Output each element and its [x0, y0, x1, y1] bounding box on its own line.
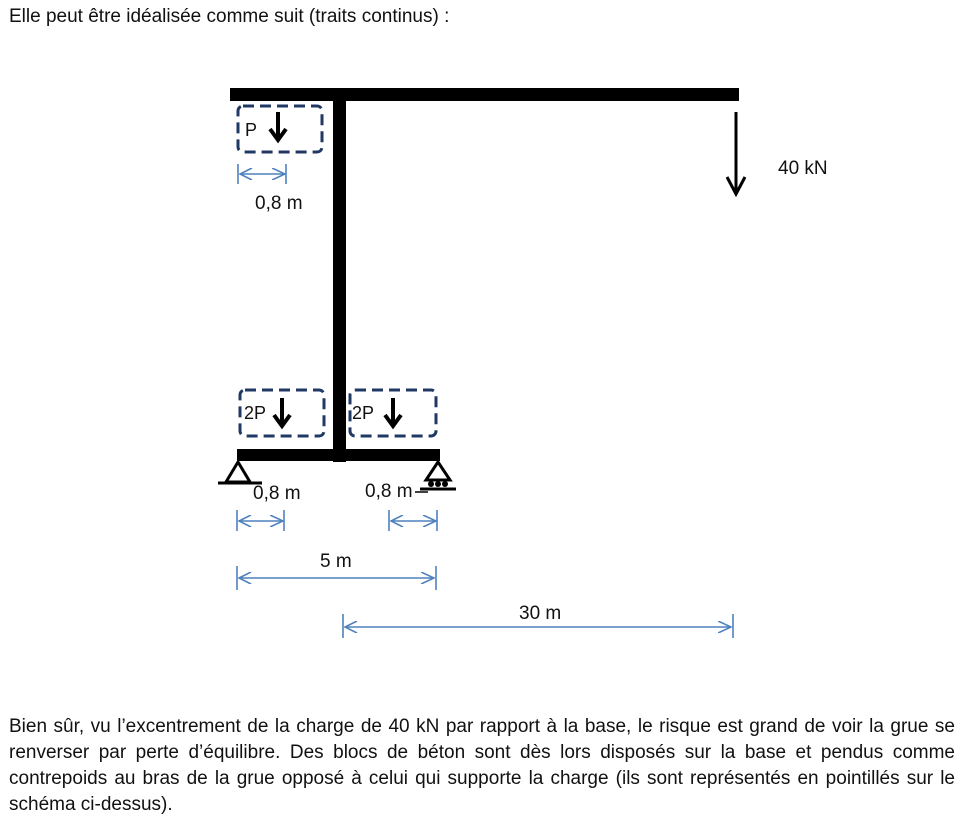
load-arrow [725, 112, 747, 198]
base-span-label: 5 m [320, 551, 352, 572]
base-beam [237, 449, 440, 461]
block-base-right-arrow [383, 398, 403, 430]
block-base-right-label: 2P [352, 403, 374, 423]
mast [333, 95, 346, 462]
load-label: 40 kN [778, 158, 828, 179]
roller-support [420, 459, 456, 491]
block-base-left-width-label: 0,8 m [253, 483, 301, 504]
intro-text: Elle peut être idéalisée comme suit (tra… [9, 6, 450, 27]
block-top-width-label: 0,8 m [255, 193, 303, 214]
block-top [236, 104, 324, 154]
block-base-left-label: 2P [244, 403, 266, 423]
arm-span-label: 30 m [519, 603, 561, 624]
block-top-arrow [268, 112, 288, 144]
block-base-left-arrow [272, 398, 292, 430]
pin-support [218, 459, 262, 485]
block-base-right-width-label: 0,8 m [365, 481, 413, 502]
explanation-paragraph: Bien sûr, vu l’excentrement de la charge… [9, 716, 955, 815]
block-base-left [238, 388, 326, 438]
block-base-right [348, 388, 438, 438]
block-top-label: P [245, 120, 257, 140]
jib-beam [230, 88, 739, 101]
